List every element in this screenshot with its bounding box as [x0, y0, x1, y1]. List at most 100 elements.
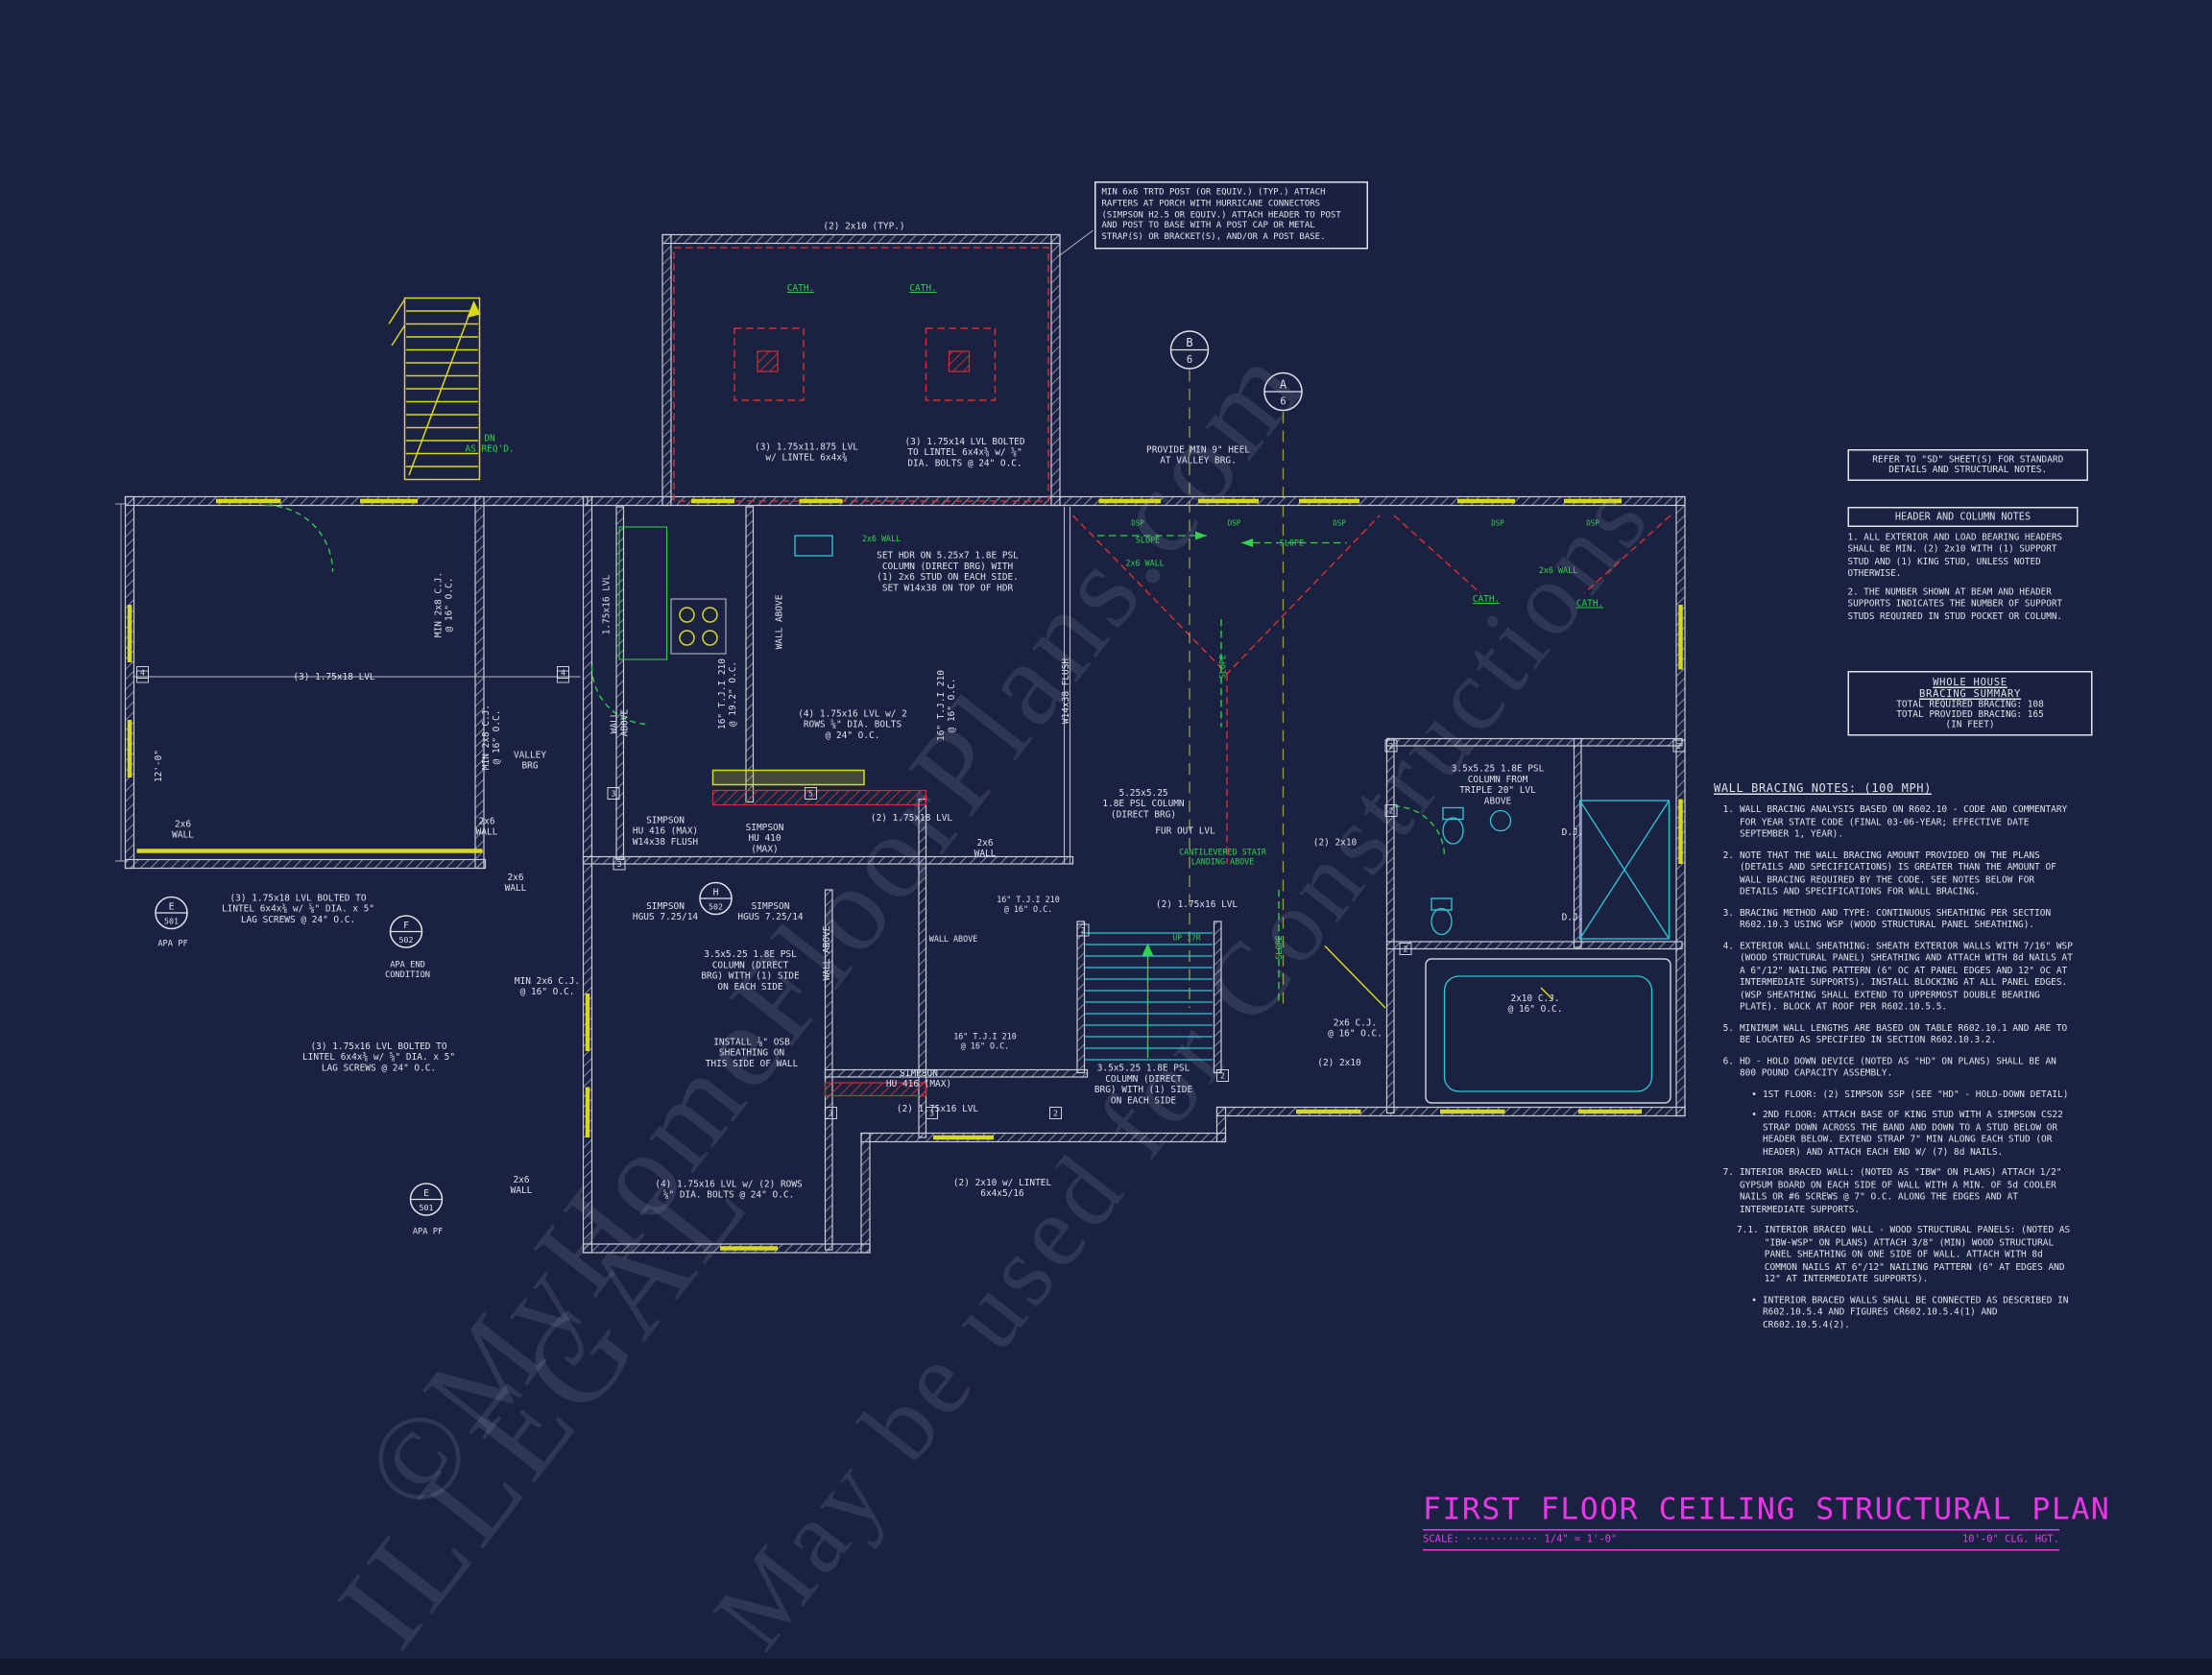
plan-label: 2x10 C.J.@ 16" O.C. — [1508, 993, 1563, 1015]
section-marker-b-6: B6 — [1169, 330, 1210, 370]
wall-bracing-item-number: 7. — [1722, 1167, 1734, 1179]
toilet — [1442, 806, 1464, 845]
plan-label: APA PF — [157, 940, 187, 949]
cooktop-burners — [670, 598, 727, 655]
svg-text:3: 3 — [617, 859, 622, 869]
plan-label: UP 17R — [1172, 933, 1200, 943]
kitchen-sink — [794, 535, 833, 557]
wall-bracing-notes: WALL BRACING NOTES: (100 MPH) 1. WALL BRA… — [1714, 782, 2074, 1341]
plan-label: 12'-0" — [154, 750, 164, 782]
svg-text:2: 2 — [1220, 1071, 1225, 1081]
header-note-2: 2. THE NUMBER SHOWN AT BEAM AND HEADER S… — [1847, 587, 2063, 622]
red-hatch-walls — [711, 350, 971, 1097]
plan-label: W14x38 FLUSH — [1061, 658, 1071, 725]
wall-bracing-item-text: MINIMUM WALL LENGTHS ARE BASED ON TABLE … — [1740, 1022, 2068, 1045]
svg-text:E: E — [169, 901, 175, 912]
wall-bracing-item: 2.NOTE THAT THE WALL BRACING AMOUNT PROV… — [1714, 850, 2074, 899]
svg-text:2: 2 — [1053, 1109, 1058, 1118]
wall-bracing-item-text: INTERIOR BRACED WALL: (NOTED AS "IBW" ON… — [1740, 1167, 2062, 1215]
stud-count: 4 — [136, 666, 149, 679]
plan-label: 16" T.J.I 210@ 16" O.C. — [936, 670, 957, 741]
plan-label: 2x6 WALL — [1539, 565, 1577, 575]
stud-count: 2 — [1049, 1107, 1062, 1119]
refer-sd-note: REFER TO "SD" SHEET(S) FOR STANDARD DETA… — [1847, 449, 2088, 481]
green-layer — [266, 504, 1446, 1059]
plan-label: DSP — [1228, 519, 1241, 528]
svg-text:502: 502 — [709, 901, 723, 911]
plan-label: DSP — [1333, 519, 1346, 528]
svg-text:2: 2 — [1404, 945, 1408, 954]
plan-label: (3) 1.75x18 LVL — [293, 672, 375, 682]
bracing-units: (IN FEET) — [1945, 720, 1995, 730]
wall-bracing-item-text: BRACING METHOD AND TYPE: CONTINUOUS SHEA… — [1740, 907, 2052, 930]
plan-label: WALL ABOVE — [822, 925, 832, 980]
svg-text:502: 502 — [399, 935, 414, 945]
plan-label: D.J. — [1562, 827, 1584, 838]
wall-bracing-item-text: INTERIOR BRACED WALLS SHALL BE CONNECTED… — [1763, 1295, 2069, 1330]
bracing-provided: TOTAL PROVIDED BRACING: 165 — [1896, 709, 2044, 721]
svg-text:501: 501 — [164, 916, 179, 925]
ceiling-height-label: 10'-0" CLG. HGT. — [1961, 1533, 2059, 1545]
wall-bracing-item-text: WALL BRACING ANALYSIS BASED ON R602.10 -… — [1740, 804, 2068, 840]
stud-count: 2 — [1384, 739, 1398, 753]
plan-label: DSP — [1491, 519, 1504, 528]
wall-bracing-item-number: • — [1751, 1110, 1757, 1121]
plan-label: WALL ABOVE — [775, 594, 785, 649]
bracing-summary-title-2: BRACING SUMMARY — [1918, 688, 2022, 700]
plan-label: DSP — [1131, 519, 1144, 528]
plan-label: SLOPE — [1280, 538, 1304, 548]
stud-count: 2 — [1216, 1069, 1229, 1082]
plan-label: APA PF — [413, 1228, 443, 1237]
svg-text:6: 6 — [1187, 354, 1192, 366]
wall-bracing-item: •1ST FLOOR: (2) SIMPSON SSP (SEE "HD" - … — [1737, 1089, 2074, 1102]
wall-bracing-item: 1. WALL BRACING ANALYSIS BASED ON R602.10… — [1714, 805, 2074, 842]
stair-treads — [1084, 932, 1213, 1061]
wall-bracing-item-number: 7.1. — [1737, 1225, 1759, 1236]
wall-bracing-item: 3.BRACING METHOD AND TYPE: CONTINUOUS SH… — [1714, 908, 2074, 933]
svg-text:4: 4 — [561, 668, 565, 678]
scale-row: SCALE: ············ 1/4" = 1'-0" 10'-0" … — [1423, 1531, 2059, 1551]
bracing-required: TOTAL REQUIRED BRACING: 108 — [1896, 700, 2044, 710]
plan-label: (2) 1.75x18 LVL — [871, 813, 953, 824]
plan-label: (2) 2x10 — [1313, 838, 1358, 849]
wall-bracing-item-text: EXTERIOR WALL SHEATHING: SHEATH EXTERIOR… — [1740, 941, 2073, 1013]
svg-text:A: A — [1280, 377, 1287, 391]
svg-text:2: 2 — [1677, 741, 1682, 751]
plan-label: MIN 2x8 C.J.@ 16" O.C. — [433, 572, 454, 637]
sink — [1489, 809, 1512, 832]
svg-text:501: 501 — [420, 1203, 434, 1212]
wall-bracing-item-number: 1. — [1722, 804, 1734, 816]
stud-count: 2 — [1672, 739, 1686, 753]
header-column-notes: HEADER AND COLUMN NOTES 1. ALL EXTERIOR … — [1847, 507, 2079, 631]
whole-house-bracing-summary: WHOLE HOUSE BRACING SUMMARY TOTAL REQUIR… — [1847, 671, 2093, 736]
shower — [1578, 800, 1671, 940]
plan-label: DSP — [1586, 519, 1599, 528]
wall-bracing-item-text: INTERIOR BRACED WALL - WOOD STRUCTURAL P… — [1764, 1225, 2071, 1285]
plan-label: 16" T.J.I 210@ 16" O.C. — [997, 895, 1060, 914]
wall-bracing-item-text: HD - HOLD DOWN DEVICE (NOTED AS "HD" ON … — [1740, 1056, 2056, 1079]
wall-bracing-title: WALL BRACING NOTES: (100 MPH) — [1714, 781, 1932, 796]
plan-label: CATH. — [1473, 594, 1500, 605]
